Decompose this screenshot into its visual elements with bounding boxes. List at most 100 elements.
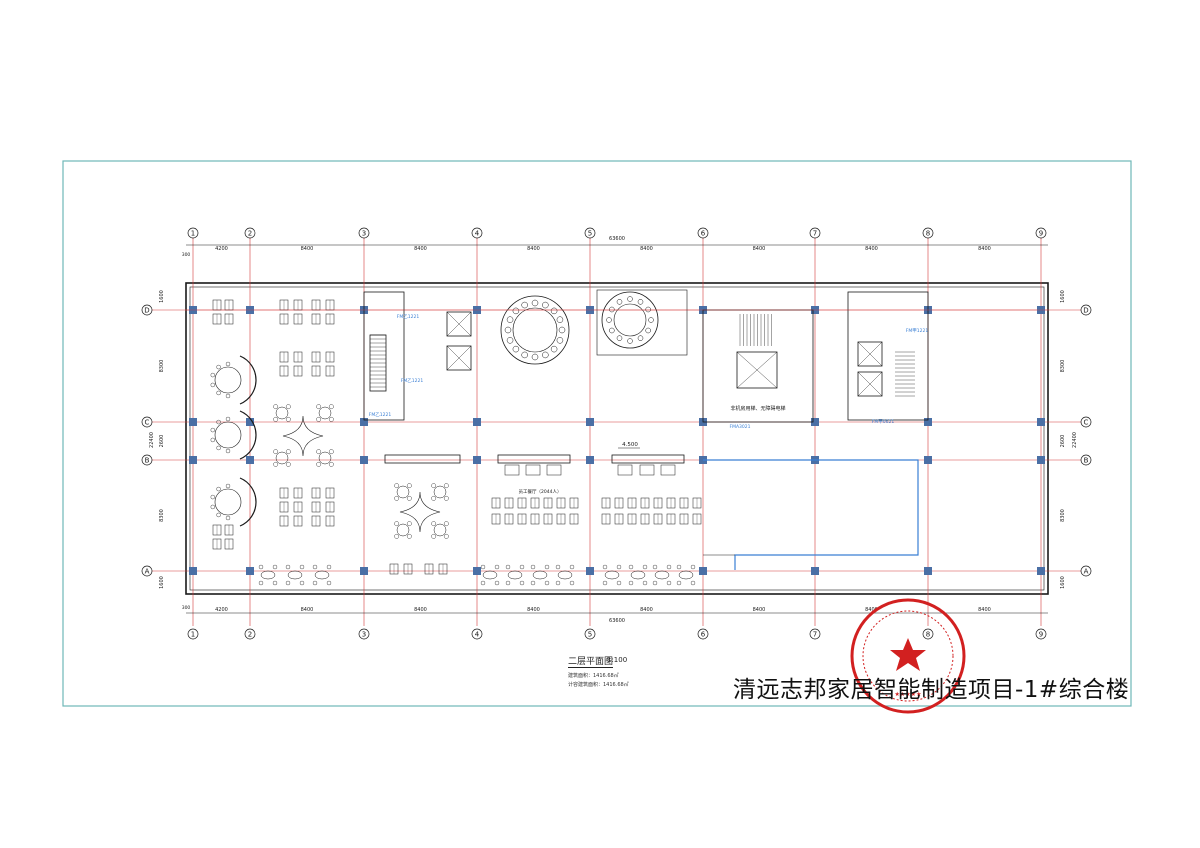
bar-stool xyxy=(628,564,634,570)
table-chair xyxy=(443,495,449,501)
structural-column xyxy=(246,456,254,464)
bar-stool xyxy=(505,580,511,586)
round-chair xyxy=(531,299,539,307)
table-chair xyxy=(431,495,437,501)
elevator-shaft xyxy=(446,311,472,337)
bar-stool xyxy=(326,580,332,586)
bottom-dim-text: 8400 xyxy=(527,607,540,613)
axis-label: 2 xyxy=(248,230,252,238)
booth-chair xyxy=(210,427,215,433)
stair-core-right xyxy=(847,291,929,421)
structural-column xyxy=(473,567,481,575)
table-chair xyxy=(328,404,334,410)
round-chair xyxy=(542,351,549,359)
bar-table xyxy=(507,570,523,580)
axis-label: D xyxy=(144,307,149,315)
axis-bubble xyxy=(584,628,596,640)
axis-label: 9 xyxy=(1039,230,1043,238)
axis-bubble xyxy=(471,628,483,640)
axis-label: C xyxy=(1084,419,1089,427)
round-chair xyxy=(521,301,528,309)
structural-column xyxy=(189,456,197,464)
bar-stool xyxy=(272,564,278,570)
bottom-dim-text: 8400 xyxy=(978,607,991,613)
axis-label: 6 xyxy=(701,631,706,639)
bar-stool xyxy=(505,564,511,570)
bottom-dim-text: 8400 xyxy=(753,607,766,613)
structural-column xyxy=(246,418,254,426)
door-label: FM甲0621 xyxy=(872,419,895,425)
bar-stool xyxy=(555,564,561,570)
booth-table xyxy=(214,421,242,449)
structural-column xyxy=(924,418,932,426)
table-chair xyxy=(328,461,334,467)
axis-bubble xyxy=(1035,227,1047,239)
round-table-large xyxy=(512,307,558,353)
bar-stool xyxy=(602,580,608,586)
axis-bubble xyxy=(697,227,709,239)
booth-chair xyxy=(225,361,231,367)
booth-seat xyxy=(239,355,257,405)
bottom-dim-text: 8400 xyxy=(640,607,653,613)
axis-bubble xyxy=(1080,416,1092,428)
booth-seat xyxy=(239,477,257,527)
booth-chair xyxy=(216,364,221,370)
round-chair xyxy=(637,299,644,305)
door-label: FM乙1221 xyxy=(401,377,424,384)
bar-stool xyxy=(312,564,318,570)
round-chair xyxy=(616,299,623,305)
axis-label: 7 xyxy=(813,230,817,238)
table-chair xyxy=(443,533,449,539)
right-dim-text: 8300 xyxy=(1060,360,1066,373)
booth-chair xyxy=(225,416,231,422)
structural-column xyxy=(246,567,254,575)
round-chair xyxy=(556,316,564,323)
bar-table xyxy=(604,570,620,580)
table-chair xyxy=(431,533,437,539)
bar-table xyxy=(314,570,330,580)
round-table xyxy=(318,406,332,420)
area-line-2: 计容建筑面积：1416.68㎡ xyxy=(568,682,629,688)
bottom-dim-text: 8400 xyxy=(414,607,427,613)
round-table xyxy=(275,451,289,465)
axis-bubble xyxy=(141,565,153,577)
axis-bubble xyxy=(1080,304,1092,316)
bar-stool xyxy=(299,580,305,586)
round-chair xyxy=(609,306,615,313)
round-chair xyxy=(558,326,566,334)
structural-column xyxy=(924,456,932,464)
bar-stool xyxy=(676,564,682,570)
edge-dim: 300 xyxy=(182,605,191,611)
elevation-label: 4.500 xyxy=(622,442,638,448)
axis-label: 6 xyxy=(701,230,706,238)
axis-label: D xyxy=(1083,307,1088,315)
inner-wall xyxy=(189,286,1045,591)
structural-column xyxy=(586,567,594,575)
round-chair xyxy=(556,337,564,344)
right-dim-text: 1600 xyxy=(1060,576,1066,589)
table-chair xyxy=(328,449,334,455)
table-chair xyxy=(406,483,412,489)
structural-column xyxy=(586,418,594,426)
axis-label: 9 xyxy=(1039,631,1043,639)
bar-stool xyxy=(569,580,575,586)
structural-column xyxy=(473,418,481,426)
axis-label: 1 xyxy=(191,230,195,238)
bar-stool xyxy=(569,564,575,570)
booth-chair xyxy=(216,486,221,492)
axis-bubble xyxy=(1080,565,1092,577)
atrium-outline xyxy=(703,459,919,570)
booth-chair xyxy=(216,390,221,396)
table-chair xyxy=(406,521,412,527)
axis-label: 2 xyxy=(248,631,252,639)
axis-label: 5 xyxy=(588,230,592,238)
right-dim-text: 8300 xyxy=(1060,509,1066,522)
round-chair xyxy=(504,326,512,334)
top-dim-text: 8400 xyxy=(753,246,766,252)
top-dim-text: 8400 xyxy=(301,246,314,252)
left-dim-text: 1600 xyxy=(159,576,165,589)
structural-column xyxy=(699,567,707,575)
serving-counter xyxy=(384,454,461,464)
table-chair xyxy=(443,521,449,527)
